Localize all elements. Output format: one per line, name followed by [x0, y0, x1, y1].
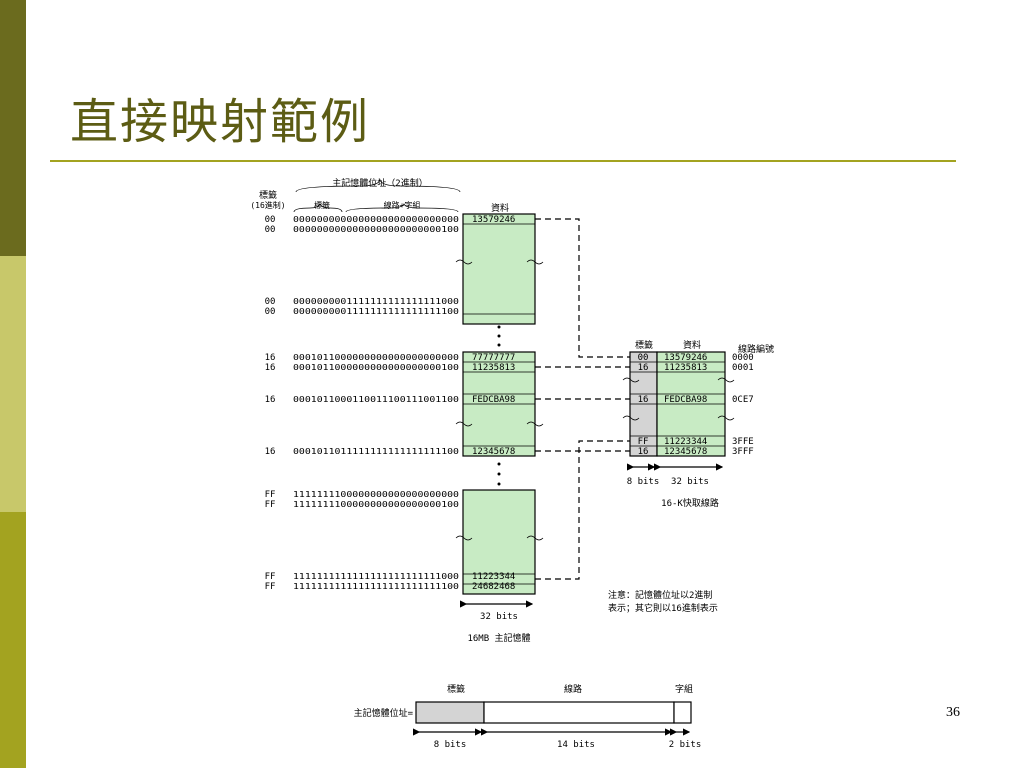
addr-tag-bits: 8 bits [434, 740, 467, 750]
addr-line-header: 線路 [564, 683, 582, 695]
row-data: 11223344 [472, 572, 515, 582]
cache-row-line: 3FFE [732, 437, 754, 447]
data-header: 資料 [491, 202, 509, 214]
cache-row-tag: 16 [638, 447, 649, 457]
mapping-connectors [535, 218, 630, 580]
tag-col-sub: (16進制) [250, 200, 285, 210]
cache-row-tag: FF [638, 437, 649, 447]
mem-caption: 16MB 主記憶體 [467, 632, 530, 644]
cache-tag-width: 8 bits [627, 477, 660, 487]
row-tag: 00 [265, 297, 276, 307]
sidebar-stripe-top [0, 0, 26, 256]
row-data: 13579246 [472, 215, 515, 225]
memory-block-00 [462, 213, 536, 325]
cache-row-line: 0000 [732, 353, 754, 363]
row-address-bits: 1111111111111111111111111100 [293, 581, 459, 591]
row-tag: 00 [265, 215, 276, 225]
addr-word-header: 字組 [675, 683, 693, 695]
row-data: 11235813 [472, 363, 515, 373]
row-address-bits: 0001011000000000000000000000 [293, 352, 459, 362]
cache-row-tag: 00 [638, 353, 649, 363]
cache-data-header: 資料 [683, 339, 701, 351]
row-address-bits: 1111111100000000000000000100 [293, 499, 459, 509]
row-address-bits: 0001011000000000000000000100 [293, 362, 459, 372]
row-tag: FF [265, 500, 276, 510]
cache-data-width: 32 bits [671, 477, 709, 487]
row-tag: FF [265, 582, 276, 592]
row-tag: 16 [265, 353, 276, 363]
cache-row-data: 11235813 [664, 363, 707, 373]
cache-line-header: 線路編號 [738, 343, 774, 355]
row-address-bits: 0000000000000000000000000100 [293, 224, 459, 234]
row-address-bits: 0000000001111111111111111100 [293, 306, 459, 316]
sidebar-stripe-bottom [0, 512, 26, 768]
cache-caption: 16-K快取線路 [661, 497, 719, 509]
row-address-bits: 0001011011111111111111111100 [293, 446, 459, 456]
addr-tag-field [415, 701, 485, 724]
row-data: 77777777 [472, 353, 515, 363]
row-address-bits: 1111111100000000000000000000 [293, 489, 459, 499]
row-tag: 00 [265, 225, 276, 235]
cache-row-data: 13579246 [664, 353, 707, 363]
sidebar-stripe-middle [0, 256, 26, 512]
row-tag: 00 [265, 307, 276, 317]
cache-row-line: 3FFF [732, 447, 754, 457]
row-data: 12345678 [472, 447, 515, 457]
main-header: 主記憶體位址（2進制） [332, 177, 427, 189]
title-divider [50, 160, 956, 162]
cache-row-line: 0CE7 [732, 395, 754, 405]
main-header-brace [295, 178, 461, 193]
addr-line-bits: 14 bits [557, 740, 595, 750]
addr-word-bits: 2 bits [669, 740, 702, 750]
slide-title: 直接映射範例 [70, 94, 371, 150]
page-number: 36 [946, 705, 960, 720]
row-data: FEDCBA98 [472, 395, 515, 405]
row-data: 24682468 [472, 582, 515, 592]
memory-block-ff [462, 489, 536, 595]
cache-row-line: 0001 [732, 363, 754, 373]
row-tag: FF [265, 490, 276, 500]
row-tag: 16 [265, 363, 276, 373]
row-address-bits: 0000000000000000000000000000 [293, 214, 459, 224]
addr-tag-header: 標籤 [447, 683, 465, 695]
cache-row-tag: 16 [638, 395, 649, 405]
row-tag: FF [265, 572, 276, 582]
tag-col-header: 標籤 [259, 189, 277, 201]
cache-tag-header: 標籤 [635, 339, 653, 351]
row-tag: 16 [265, 447, 276, 457]
sub-line-word-label: 線路+字組 [384, 200, 421, 210]
note-line2: 表示；其它則以16進制表示 [608, 602, 718, 614]
addr-line-field [483, 701, 675, 724]
cache-row-data: 11223344 [664, 437, 707, 447]
mem-width-label: 32 bits [480, 612, 518, 622]
row-address-bits: 0000000001111111111111111000 [293, 296, 459, 306]
sub-tag-label: 標籤 [314, 200, 330, 210]
addr-word-field [673, 701, 692, 724]
row-address-bits: 1111111111111111111111111000 [293, 571, 459, 581]
note-line1: 注意：記憶體位址以2進制 [608, 589, 712, 601]
row-tag: 16 [265, 395, 276, 405]
cache-row-tag: 16 [638, 363, 649, 373]
row-address-bits: 0001011000110011100111001100 [293, 394, 459, 404]
addr-label: 主記憶體位址= [354, 707, 414, 719]
cache-row-data: 12345678 [664, 447, 707, 457]
cache-row-data: FEDCBA98 [664, 395, 707, 405]
